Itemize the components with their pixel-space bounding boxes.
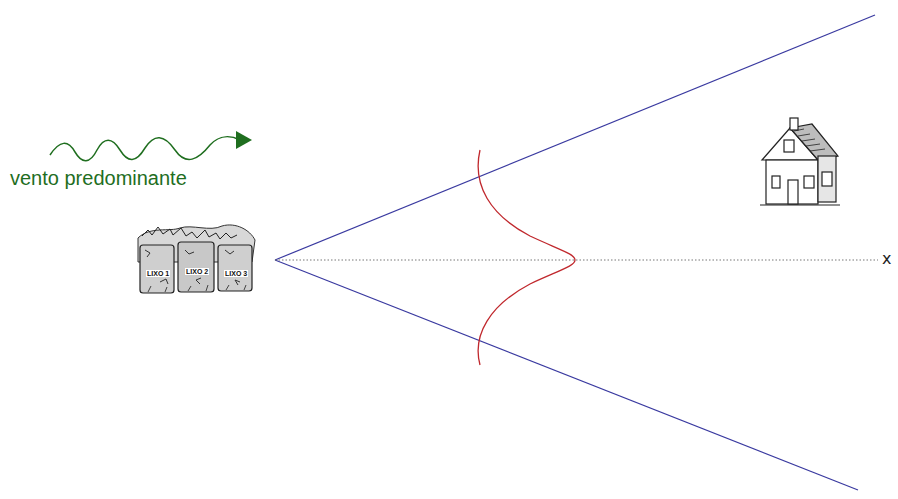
arrow-head (236, 131, 252, 149)
axis-label: x (882, 251, 891, 267)
house-icon (760, 118, 840, 205)
plume-boundary (275, 15, 875, 260)
gaussian-profile (478, 150, 575, 365)
plume-axis (275, 260, 878, 261)
wind-label: vento predominante (10, 168, 187, 188)
garbage-bins (138, 225, 255, 293)
bin-label: LIXO 2 (185, 268, 209, 275)
bin-label: LIXO 3 (224, 270, 248, 277)
plume-boundary (275, 260, 858, 490)
wind-arrow (50, 137, 240, 161)
bin-label: LIXO 1 (146, 270, 170, 277)
